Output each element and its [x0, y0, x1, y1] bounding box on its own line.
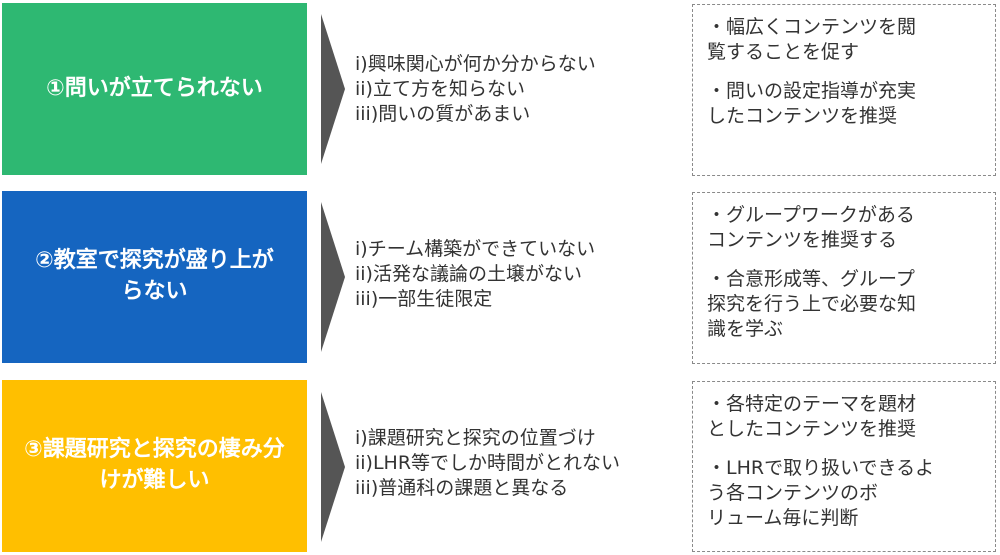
cause-3-2: ii)LHR等でしか時間がとれない [355, 451, 621, 474]
problem-label-2: ②教室で探究が盛り上がらない [35, 248, 274, 304]
cause-1-2: ii)立て方を知らない [355, 77, 525, 100]
solutions-1: ・幅広くコンテンツを閲 覧することを促す ・問いの設定指導が充実 したコンテンツ… [692, 4, 996, 176]
causes-2: i)チーム構築ができていない ii)活発な議論の土壌がない iii)一部生徒限定 [355, 191, 685, 357]
causes-1: i)興味関心が何か分からない ii)立て方を知らない iii)問いの質があまい [355, 10, 685, 168]
cause-3-1: i)課題研究と探究の位置づけ [355, 426, 596, 449]
cause-3-3: iii)普通科の課題と異なる [355, 476, 569, 499]
problem-box-1: ①問いが立てられない [2, 3, 307, 175]
causes-3: i)課題研究と探究の位置づけ ii)LHR等でしか時間がとれない iii)普通科… [355, 380, 685, 546]
cause-2-3: iii)一部生徒限定 [355, 287, 493, 310]
solution-2-2: ・合意形成等、グループ 探究を行う上で必要な知 識を学ぶ [707, 268, 917, 340]
solutions-2: ・グループワークがある コンテンツを推奨する ・合意形成等、グループ 探究を行う… [692, 192, 996, 364]
cause-1-1: i)興味関心が何か分からない [355, 52, 596, 75]
solution-2-1: ・グループワークがある コンテンツを推奨する [707, 204, 915, 251]
solution-1-1: ・幅広くコンテンツを閲 覧することを促す [707, 16, 917, 63]
arrow-1 [321, 14, 345, 164]
arrow-3 [321, 392, 345, 542]
arrow-2 [321, 202, 345, 352]
cause-1-3: iii)問いの質があまい [355, 102, 531, 125]
problem-box-2: ②教室で探究が盛り上がらない [2, 191, 307, 363]
problem-label-1: ①問いが立てられない [46, 75, 263, 101]
problem-label-3: ③課題研究と探究の棲み分けが難しい [24, 437, 285, 493]
solution-3-2: ・LHRで取り扱いできるよ う各コンテンツのボ リューム毎に判断 [707, 457, 935, 529]
solutions-3: ・各特定のテーマを題材 としたコンテンツを推奨 ・LHRで取り扱いできるよ う各… [692, 381, 996, 552]
solution-3-1: ・各特定のテーマを題材 としたコンテンツを推奨 [707, 393, 917, 440]
cause-2-1: i)チーム構築ができていない [355, 237, 596, 260]
solution-1-2: ・問いの設定指導が充実 したコンテンツを推奨 [707, 80, 917, 127]
problem-box-3: ③課題研究と探究の棲み分けが難しい [2, 380, 307, 552]
cause-2-2: ii)活発な議論の土壌がない [355, 262, 582, 285]
